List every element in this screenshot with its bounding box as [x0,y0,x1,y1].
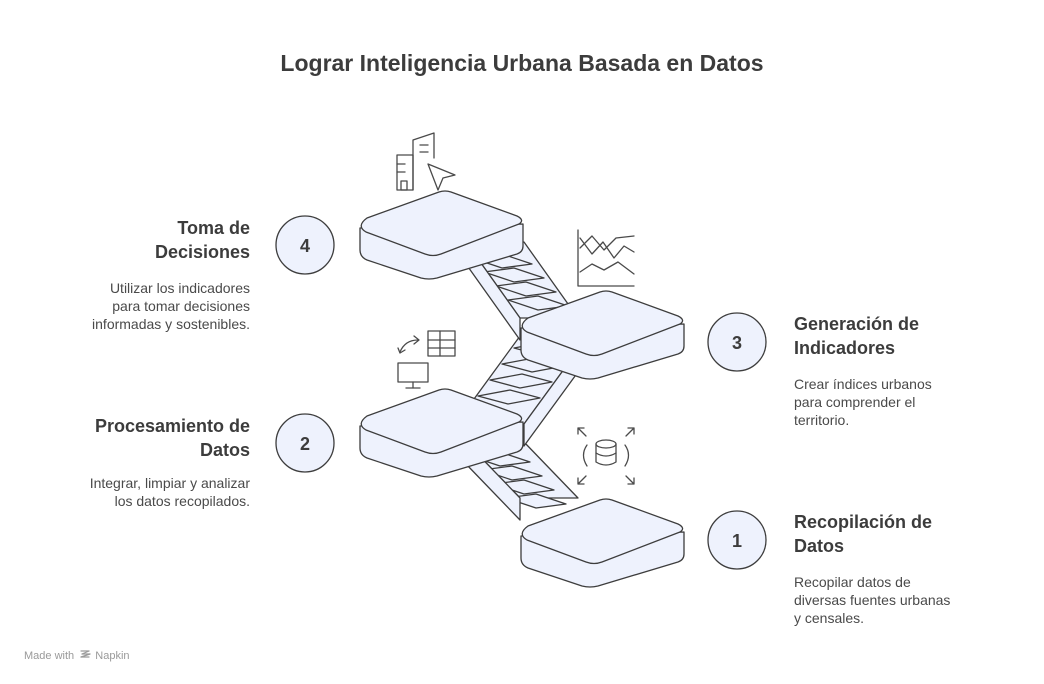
step-1-number: 1 [707,510,767,570]
step-number-circles: 4 3 2 1 [275,215,767,570]
made-with-footer[interactable]: Made with Napkin [24,649,130,662]
platform-1 [520,498,685,588]
line-chart-icon [577,229,635,287]
monitor-table-sync-icon [397,330,456,389]
step-3-number: 3 [707,312,767,372]
step-4-heading: Toma de Decisiones [154,218,250,262]
svg-text:4: 4 [300,236,310,256]
platform-3 [520,290,685,380]
city-cursor-icon [396,132,456,191]
step-3-heading: Generación de Indicadores [794,314,920,358]
svg-text:1: 1 [732,531,742,551]
svg-text:3: 3 [732,333,742,353]
database-expand-icon [577,427,635,485]
platform-2 [359,388,524,478]
step-4-description: Utilizar los indicadores para tomar deci… [92,280,250,332]
step-1-heading: Recopilación de Datos [794,512,933,556]
page-title: Lograr Inteligencia Urbana Basada en Dat… [280,50,764,76]
step-2-number: 2 [275,413,335,473]
napkin-logo-icon [80,649,91,662]
napkin-brand-label: Napkin [95,650,130,662]
svg-text:2: 2 [300,434,310,454]
step-4-number: 4 [275,215,335,275]
step-1-description: Recopilar datos de diversas fuentes urba… [794,574,951,626]
step-2-description: Integrar, limpiar y analizar los datos r… [89,475,250,509]
step-2-heading: Procesamiento de Datos [94,416,250,460]
step-3-description: Crear índices urbanos para comprender el… [794,376,932,428]
platform-4 [359,190,524,280]
made-with-label: Made with [24,650,75,662]
